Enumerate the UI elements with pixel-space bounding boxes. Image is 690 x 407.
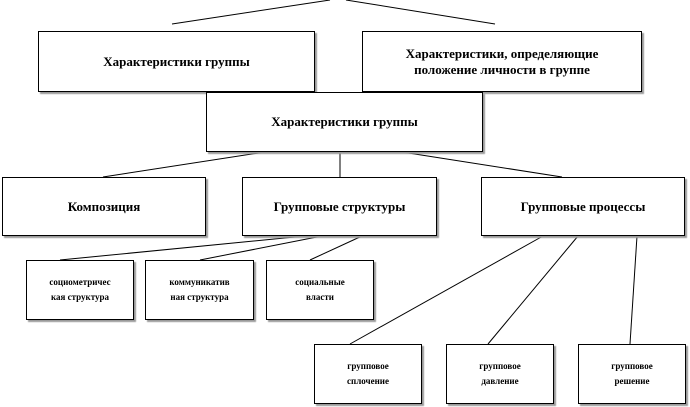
connector-to-social-roles: [309, 235, 363, 261]
decision-box-label: групповое решение: [611, 361, 653, 386]
connector-to-communication: [199, 235, 323, 261]
center-box-label: Характеристики группы: [271, 114, 418, 129]
social-roles-box-label: социальные власти: [295, 277, 345, 302]
connector-to-composition: [102, 151, 266, 178]
social-roles-box: социальные власти: [266, 260, 374, 320]
connector-to-sociometric: [59, 235, 306, 261]
connector-to-decision: [629, 235, 638, 345]
connector-top-right: [345, 0, 496, 25]
structures-box-label: Групповые структуры: [273, 198, 406, 214]
decision-box: групповое решение: [578, 344, 686, 404]
communication-box: коммуникатив ная структура: [145, 260, 254, 320]
top-left-box: Характеристики группы: [38, 31, 315, 92]
cohesion-box-label: групповое сплочение: [347, 361, 389, 386]
sociometric-box-label: социометричес кая структура: [49, 277, 111, 302]
composition-box-label: Композиция: [67, 198, 141, 214]
connector-to-pressure: [487, 235, 579, 345]
cohesion-box: групповое сплочение: [314, 344, 422, 404]
top-left-box-label: Характеристики группы: [103, 53, 250, 69]
center-box: Характеристики группы: [206, 92, 483, 152]
connector-top-left: [171, 0, 331, 25]
processes-box-label: Групповые процессы: [520, 198, 646, 214]
structures-box: Групповые структуры: [242, 177, 437, 236]
top-right-box: Характеристики, определяющие положение л…: [362, 31, 642, 92]
processes-box: Групповые процессы: [481, 177, 685, 236]
sociometric-box: социометричес кая структура: [26, 260, 134, 320]
pressure-box-label: групповое давление: [479, 361, 521, 386]
connector-to-processes: [401, 151, 563, 178]
top-right-box-label: Характеристики, определяющие положение л…: [405, 45, 599, 77]
connector-to-cohesion: [349, 235, 544, 345]
communication-box-label: коммуникатив ная структура: [169, 277, 230, 302]
composition-box: Композиция: [2, 177, 206, 236]
pressure-box: групповое давление: [446, 344, 554, 404]
